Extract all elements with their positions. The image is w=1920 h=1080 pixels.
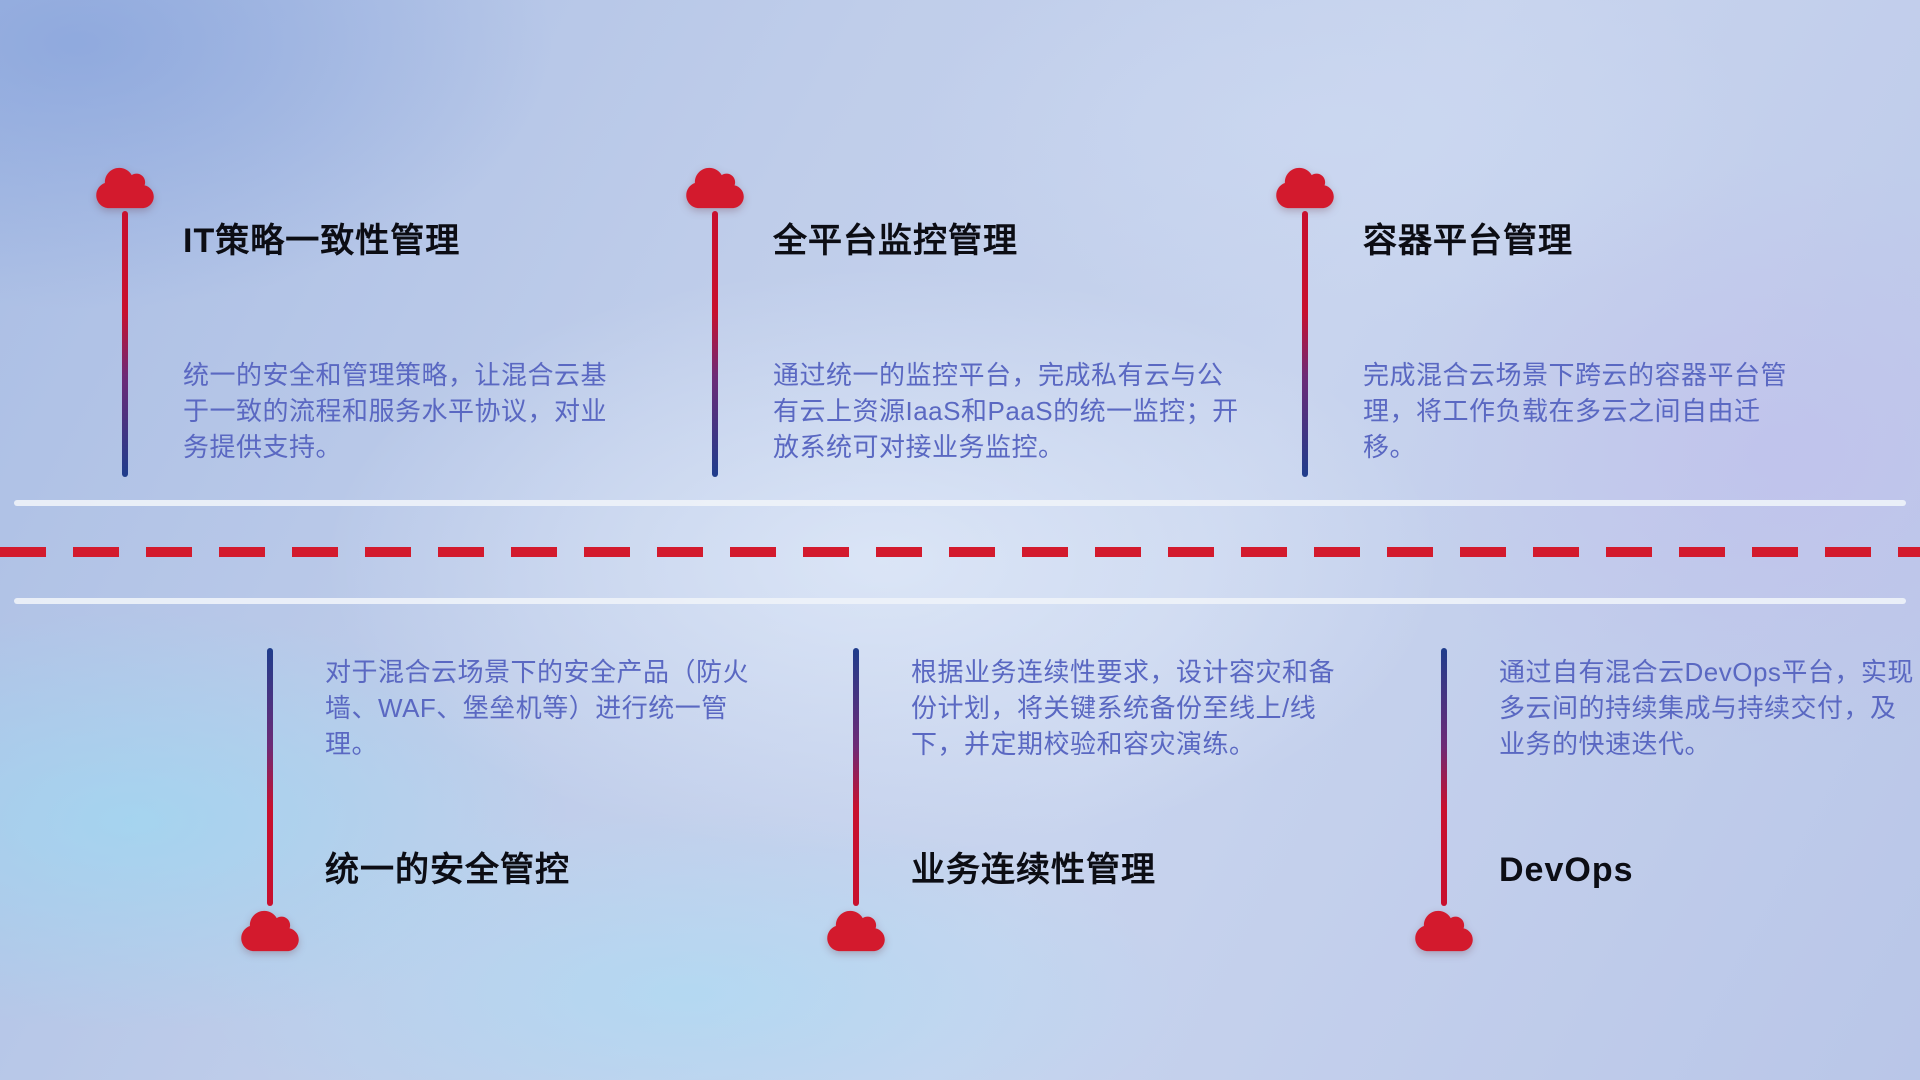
item-title: 全平台监控管理 bbox=[773, 222, 1018, 260]
item-description: 通过自有混合云DevOps平台，实现多云间的持续集成与持续交付，及业务的快速迭代… bbox=[1499, 657, 1914, 759]
cloud-icon bbox=[96, 165, 154, 211]
item-description: 根据业务连续性要求，设计容灾和备份计划，将关键系统备份至线上/线下，并定期校验和… bbox=[911, 657, 1336, 759]
item-title: DevOps bbox=[1499, 851, 1634, 889]
connector-line bbox=[122, 211, 128, 477]
timeline-dashed-line bbox=[0, 547, 1920, 557]
item-title: 容器平台管理 bbox=[1363, 222, 1573, 260]
item-title: 统一的安全管控 bbox=[325, 851, 570, 889]
cloud-icon bbox=[686, 165, 744, 211]
item-title: IT策略一致性管理 bbox=[183, 222, 461, 260]
cloud-icon bbox=[1276, 165, 1334, 211]
connector-line bbox=[267, 648, 273, 906]
connector-line bbox=[853, 648, 859, 906]
item-description: 对于混合云场景下的安全产品（防火墙、WAF、堡垒机等）进行统一管理。 bbox=[325, 657, 750, 759]
item-title: 业务连续性管理 bbox=[911, 851, 1156, 889]
cloud-icon bbox=[241, 908, 299, 954]
connector-line bbox=[1441, 648, 1447, 906]
timeline-solid-line-top bbox=[14, 500, 1906, 506]
cloud-icon bbox=[1415, 908, 1473, 954]
item-description: 完成混合云场景下跨云的容器平台管理，将工作负载在多云之间自由迁移。 bbox=[1363, 360, 1788, 462]
cloud-icon bbox=[827, 908, 885, 954]
item-description: 通过统一的监控平台，完成私有云与公有云上资源IaaS和PaaS的统一监控；开放系… bbox=[773, 360, 1239, 462]
timeline-solid-line-bottom bbox=[14, 598, 1906, 604]
connector-line bbox=[712, 211, 718, 477]
item-description: 统一的安全和管理策略，让混合云基于一致的流程和服务水平协议，对业务提供支持。 bbox=[183, 360, 608, 462]
connector-line bbox=[1302, 211, 1308, 477]
